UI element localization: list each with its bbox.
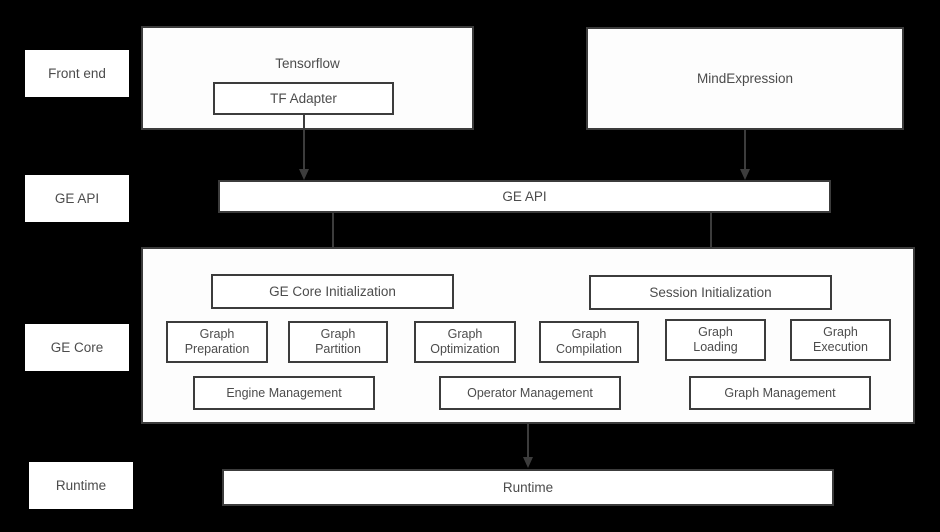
operator-management-box[interactable]: Operator Management [439,376,621,410]
graph-loading-box[interactable]: Graph Loading [665,319,766,361]
layer-label-ge-core: GE Core [25,324,129,371]
layer-label-front-end: Front end [25,50,129,97]
graph-compilation-box[interactable]: Graph Compilation [539,321,639,363]
session-initialization-box[interactable]: Session Initialization [589,275,832,310]
mindexpression-container[interactable]: MindExpression [586,27,904,130]
ge-api-bar[interactable]: GE API [218,180,831,213]
graph-optimization-box[interactable]: Graph Optimization [414,321,516,363]
graph-partition-box[interactable]: Graph Partition [288,321,388,363]
graph-management-box[interactable]: Graph Management [689,376,871,410]
layer-label-ge-api: GE API [25,175,129,222]
tf-adapter-box[interactable]: TF Adapter [213,82,394,115]
graph-preparation-box[interactable]: Graph Preparation [166,321,268,363]
layer-label-runtime: Runtime [29,462,133,509]
graph-execution-box[interactable]: Graph Execution [790,319,891,361]
ge-core-initialization-box[interactable]: GE Core Initialization [211,274,454,309]
mindexpression-title: MindExpression [696,70,794,86]
runtime-bar[interactable]: Runtime [222,469,834,506]
tensorflow-title: Tensorflow [275,56,340,71]
engine-management-box[interactable]: Engine Management [193,376,375,410]
